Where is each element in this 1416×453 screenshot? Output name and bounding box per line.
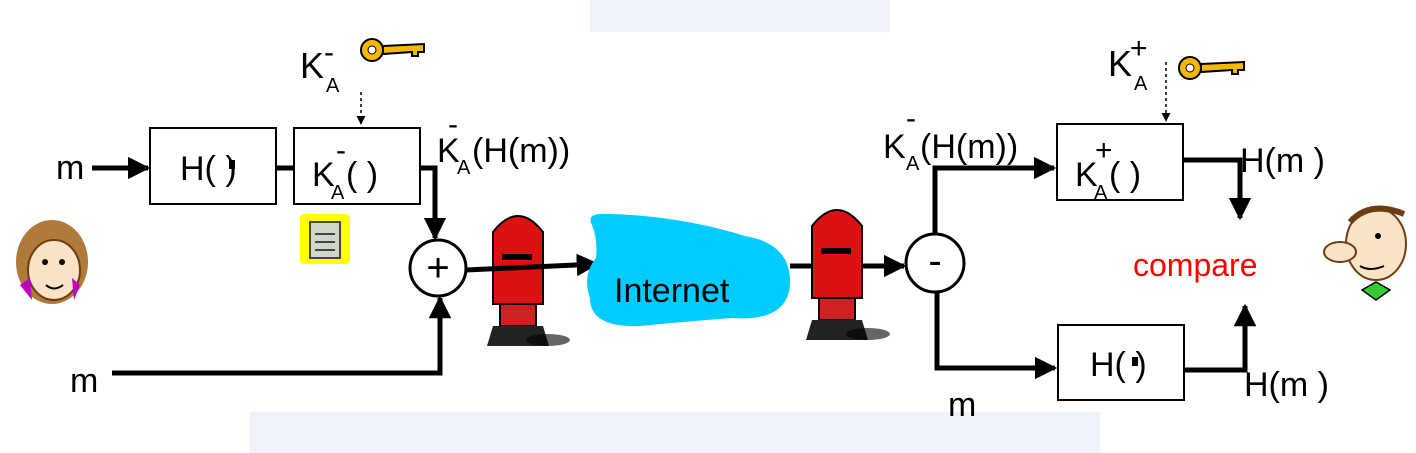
arrow-plus-to-internet <box>465 253 600 277</box>
encrypt-sup: - <box>336 134 346 167</box>
private-key-sup: - <box>324 36 334 69</box>
decrypt-sup: + <box>1095 134 1113 167</box>
mailbox-icon <box>487 215 570 346</box>
signed-in-arg: (H(m)) <box>920 128 1018 166</box>
signed-out-base: K <box>437 132 460 170</box>
receiver-hash-out-bottom: H(m ) <box>1244 366 1329 404</box>
arrow-encrypt-to-plus <box>420 165 447 241</box>
document-icon <box>300 214 350 264</box>
private-key-sub: A <box>326 75 340 97</box>
receiver-decrypt-label: K + A ( ) <box>1075 134 1141 204</box>
arrow-minus-to-hash <box>934 292 1058 380</box>
signed-out-sub: A <box>457 157 471 179</box>
mailbox-icon <box>806 209 890 340</box>
decrypt-sub: A <box>1094 182 1108 204</box>
internet-cloud <box>587 213 791 327</box>
sender-hash-box <box>149 127 277 205</box>
signed-in-base: K <box>883 128 906 166</box>
receiver-input-m: m <box>948 386 976 424</box>
receiver-hash-out-top: H(m ) <box>1240 142 1325 180</box>
sender-encrypt-box <box>293 127 421 205</box>
public-key-base: K <box>1108 43 1132 84</box>
sender-private-key-label: K - A <box>300 36 340 97</box>
public-key-sub: A <box>1134 73 1148 95</box>
background-band-bottom <box>250 412 1100 453</box>
signed-out-sup: - <box>448 108 458 141</box>
background-band-top <box>590 0 890 32</box>
decrypt-arg: ( ) <box>1109 156 1141 194</box>
split-minus-label: - <box>928 239 941 283</box>
sender-input-m-top: m <box>56 149 84 187</box>
signed-in-sup: - <box>906 102 916 135</box>
public-key-sup: + <box>1130 32 1148 65</box>
key-icon <box>360 38 425 62</box>
encrypt-arg: ( ) <box>346 156 378 194</box>
encrypt-base: K <box>312 156 335 194</box>
signed-out-arg: (H(m)) <box>472 132 570 170</box>
hash-dot <box>229 160 235 169</box>
receiver-hash-label: H( ) <box>1090 346 1147 384</box>
receiver-public-key-label: K + A <box>1108 32 1148 95</box>
sender-input-m-bottom: m <box>70 362 98 400</box>
bob-icon <box>1323 205 1407 301</box>
sender-signed-output-label: K - A (H(m)) <box>437 108 570 179</box>
sender-encrypt-label: K - A ( ) <box>312 134 378 204</box>
internet-label: Internet <box>614 272 730 310</box>
receiver-signed-input-label: K - A (H(m)) <box>883 102 1018 175</box>
arrow-minus-to-decrypt <box>932 156 1057 234</box>
hash-dot <box>1132 357 1138 366</box>
signed-in-sub: A <box>906 153 920 175</box>
decrypt-base: K <box>1075 156 1098 194</box>
sender-hash-label: H( ) <box>180 150 237 188</box>
private-key-base: K <box>300 45 324 86</box>
arrow-hash-to-compare <box>1184 303 1257 373</box>
alice-icon <box>16 220 88 304</box>
encrypt-sub: A <box>331 182 345 204</box>
combine-plus-label: + <box>426 246 449 290</box>
key-icon <box>1178 56 1245 80</box>
compare-label: compare <box>1133 247 1258 283</box>
arrow-m-to-plus <box>112 295 452 376</box>
receiver-hash-box <box>1057 324 1185 401</box>
arrow-decrypt-to-compare <box>1183 157 1252 221</box>
